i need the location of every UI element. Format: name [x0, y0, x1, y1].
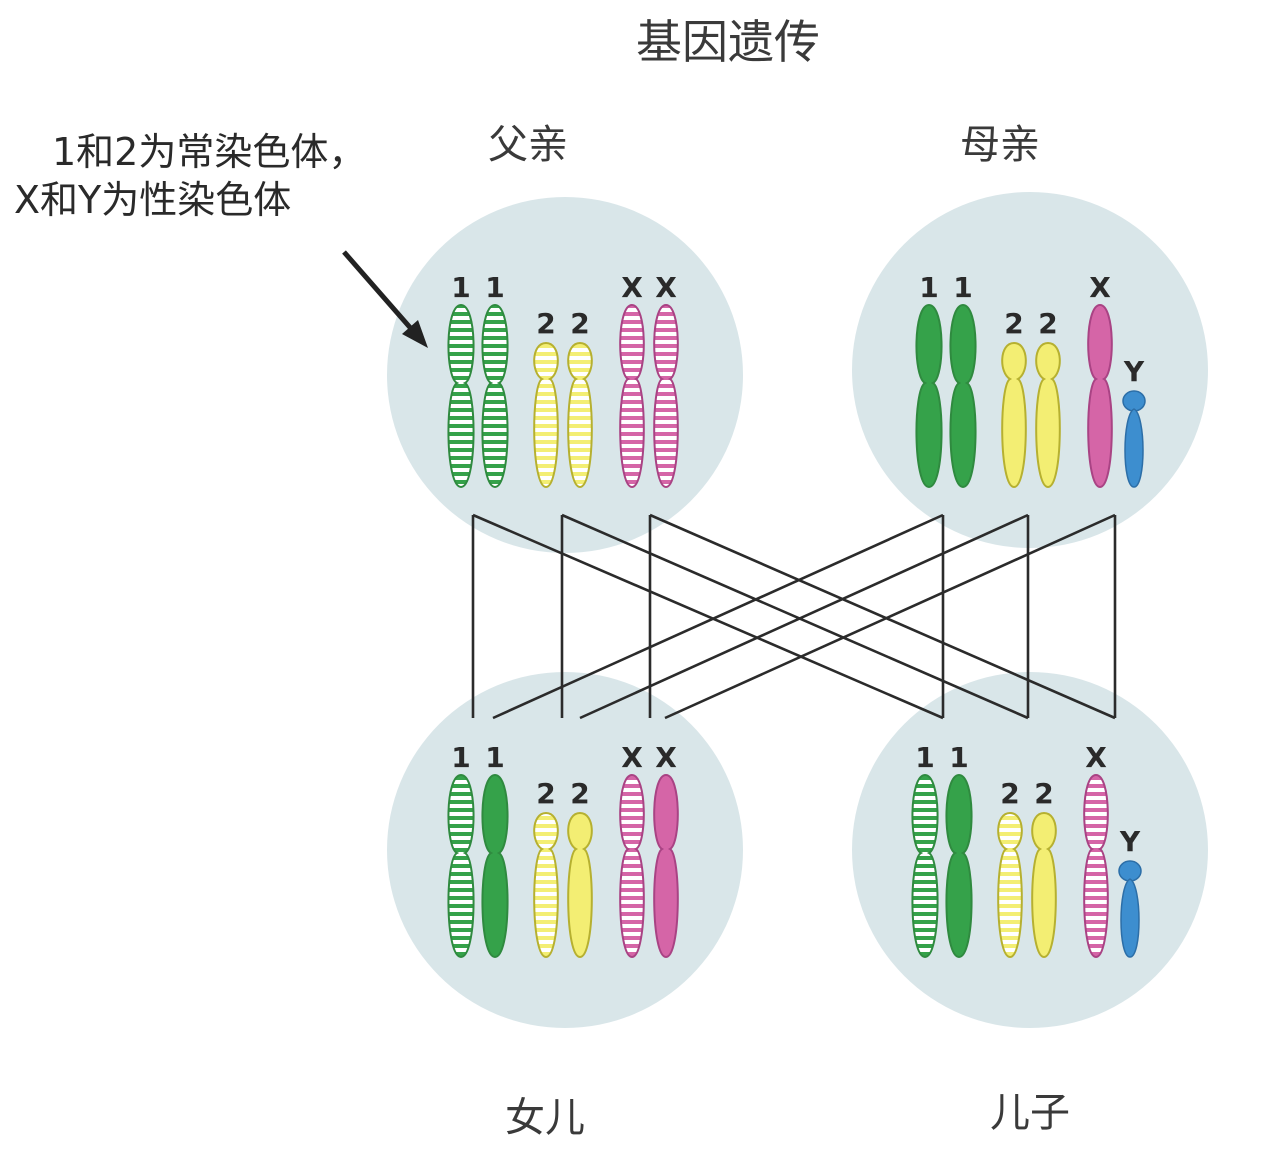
- daughter-cell: [387, 672, 743, 1028]
- daughter-label-x: X: [655, 741, 677, 774]
- son-label-y: Y: [1119, 825, 1141, 858]
- mother-chromosome-2-solid: [1035, 341, 1061, 489]
- son-label-2: 2: [1034, 777, 1053, 810]
- son-label-1: 1: [949, 741, 968, 774]
- son-chromosome-1-solid: [945, 773, 973, 959]
- daughter-label-1: 1: [451, 741, 470, 774]
- daughter-label-2: 2: [536, 777, 555, 810]
- son-chromosome-y-solid: [1118, 860, 1142, 958]
- mother-chromosome-1-solid: [915, 303, 943, 489]
- father-label-1: 1: [451, 271, 470, 304]
- daughter-chromosome-2-solid: [567, 811, 593, 959]
- mother-label-2: 2: [1004, 307, 1023, 340]
- son-label-2: 2: [1000, 777, 1019, 810]
- daughter-chromosome-x-striped: [619, 773, 645, 959]
- daughter-label-1: 1: [485, 741, 504, 774]
- mother-label-2: 2: [1038, 307, 1057, 340]
- father-label-1: 1: [485, 271, 504, 304]
- father-label-x: X: [621, 271, 643, 304]
- mother-label-y: Y: [1123, 355, 1145, 388]
- father-chromosome-2-striped: [567, 341, 593, 489]
- diagram-title: 基因遗传: [636, 15, 820, 69]
- mother-label-1: 1: [919, 271, 938, 304]
- son-label-1: 1: [915, 741, 934, 774]
- father-cell: [387, 197, 743, 553]
- mother-chromosome-x-solid: [1087, 303, 1113, 489]
- daughter-chromosome-1-solid: [481, 773, 509, 959]
- inheritance-lines: [471, 513, 1117, 720]
- father-chromosome-x-striped: [653, 303, 679, 489]
- daughter-label-2: 2: [570, 777, 589, 810]
- son-cell: [852, 672, 1208, 1028]
- father-label-x: X: [655, 271, 677, 304]
- daughter-label: 女儿: [505, 1095, 585, 1141]
- father-chromosome-2-striped: [533, 341, 559, 489]
- son-chromosome-2-striped: [997, 811, 1023, 959]
- son-chromosome-1-striped: [911, 773, 939, 959]
- note-line-1: 1和2为常染色体，: [52, 130, 367, 174]
- arrow-icon: [342, 250, 428, 348]
- father-label: 父亲: [488, 122, 568, 168]
- father-chromosome-1-striped: [447, 303, 475, 489]
- son-label: 儿子: [990, 1090, 1070, 1136]
- mother-chromosome-2-solid: [1001, 341, 1027, 489]
- mother-label-1: 1: [953, 271, 972, 304]
- annotation-note: 1和2为常染色体， X和Y为性染色体: [14, 128, 366, 224]
- mother-cell: [852, 192, 1208, 548]
- father-label-2: 2: [536, 307, 555, 340]
- daughter-chromosome-1-striped: [447, 773, 475, 959]
- daughter-chromosome-x-solid: [653, 773, 679, 959]
- father-chromosome-1-striped: [481, 303, 509, 489]
- note-line-2: X和Y为性染色体: [14, 178, 292, 222]
- mother-label-x: X: [1089, 271, 1111, 304]
- son-chromosome-2-solid: [1031, 811, 1057, 959]
- daughter-label-x: X: [621, 741, 643, 774]
- son-label-x: X: [1085, 741, 1107, 774]
- son-chromosome-x-striped: [1083, 773, 1109, 959]
- mother-chromosome-1-solid: [949, 303, 977, 489]
- daughter-chromosome-2-striped: [533, 811, 559, 959]
- mother-chromosome-y-solid: [1122, 390, 1146, 488]
- mother-label: 母亲: [960, 122, 1040, 168]
- father-label-2: 2: [570, 307, 589, 340]
- father-chromosome-x-striped: [619, 303, 645, 489]
